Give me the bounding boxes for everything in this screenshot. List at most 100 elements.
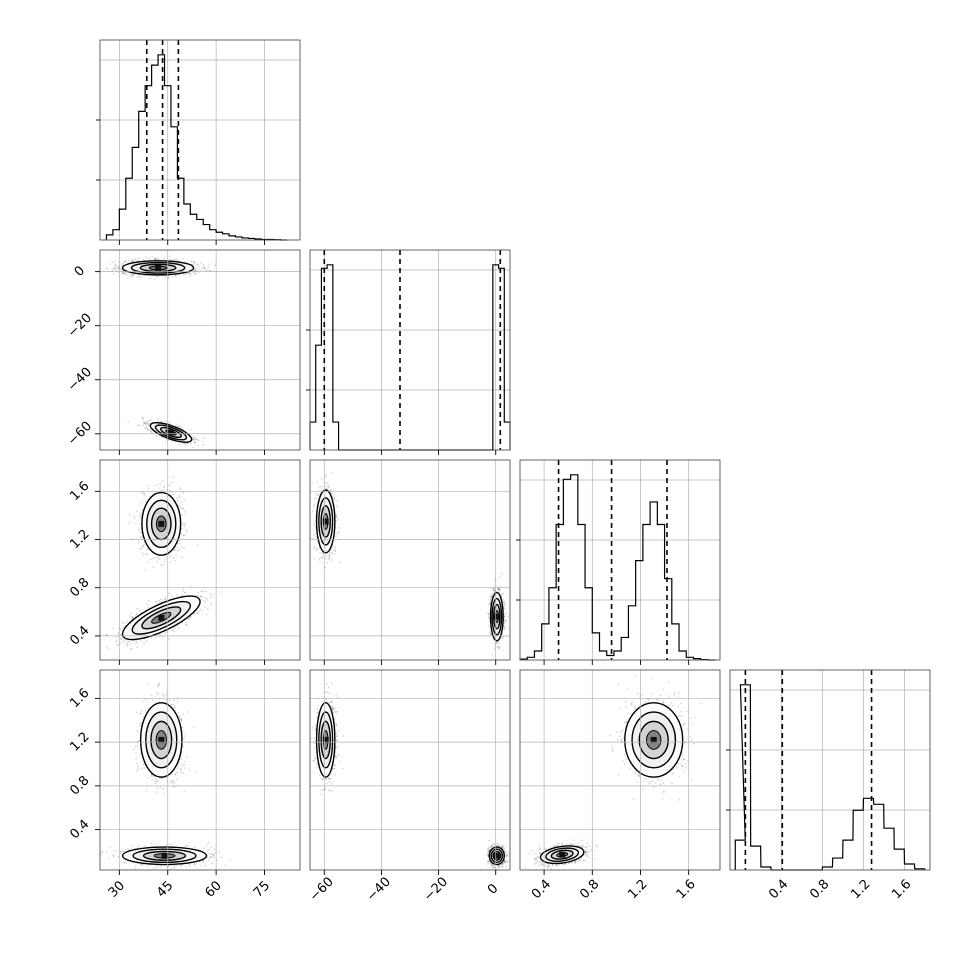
sample-point bbox=[163, 560, 166, 563]
sample-point bbox=[163, 489, 165, 491]
sample-point bbox=[193, 436, 196, 438]
sample-point bbox=[184, 273, 186, 275]
sample-point bbox=[202, 263, 205, 266]
sample-point bbox=[183, 534, 185, 536]
sample-point bbox=[181, 522, 184, 525]
sample-point bbox=[175, 546, 177, 548]
sample-point bbox=[145, 553, 147, 555]
sample-point bbox=[201, 609, 203, 612]
sample-point bbox=[178, 443, 180, 445]
sample-point bbox=[319, 486, 321, 489]
sample-point bbox=[147, 600, 150, 602]
sample-point bbox=[184, 522, 187, 524]
sample-point bbox=[111, 270, 114, 272]
sample-point bbox=[207, 608, 209, 610]
sample-point bbox=[124, 260, 127, 263]
sample-point bbox=[189, 585, 192, 588]
sample-point bbox=[179, 488, 182, 491]
sample-point bbox=[131, 260, 134, 263]
sample-point bbox=[156, 560, 159, 563]
sample-point bbox=[330, 488, 332, 491]
sample-point bbox=[145, 256, 147, 259]
sample-point bbox=[174, 274, 177, 277]
sample-point bbox=[117, 266, 120, 269]
sample-point bbox=[139, 609, 141, 611]
sample-point bbox=[165, 596, 167, 599]
sample-point bbox=[185, 534, 187, 536]
sample-point bbox=[171, 481, 173, 484]
sample-point bbox=[127, 259, 130, 262]
sample-point bbox=[206, 599, 209, 601]
sample-point bbox=[158, 558, 161, 561]
sample-point bbox=[114, 264, 116, 266]
sample-point bbox=[176, 499, 179, 502]
sample-point bbox=[164, 276, 166, 279]
sample-point bbox=[203, 599, 205, 602]
sample-point bbox=[194, 268, 197, 271]
sample-point bbox=[120, 265, 123, 267]
sample-point bbox=[336, 516, 338, 518]
sample-point bbox=[146, 429, 149, 432]
sample-point bbox=[199, 608, 202, 610]
sample-point bbox=[134, 258, 137, 261]
sample-point bbox=[138, 257, 140, 259]
sample-point bbox=[161, 636, 164, 638]
sample-point bbox=[321, 488, 323, 490]
sample-point bbox=[175, 423, 178, 426]
sample-point bbox=[146, 553, 149, 555]
sample-point bbox=[339, 561, 341, 564]
sample-point bbox=[189, 428, 192, 431]
sample-point bbox=[107, 268, 109, 271]
sample-point bbox=[164, 632, 167, 634]
sample-point bbox=[140, 276, 142, 279]
sample-point bbox=[143, 492, 146, 495]
sample-point bbox=[147, 484, 150, 487]
histogram-step-1 bbox=[309, 264, 511, 451]
sample-point bbox=[160, 489, 163, 492]
sample-point bbox=[144, 427, 146, 430]
sample-point bbox=[180, 507, 182, 510]
sample-point bbox=[113, 266, 115, 269]
sample-point bbox=[313, 557, 315, 560]
sample-point bbox=[141, 501, 143, 503]
sample-point bbox=[109, 263, 111, 265]
sample-point bbox=[147, 606, 150, 609]
sample-point bbox=[178, 626, 180, 629]
sample-point bbox=[202, 265, 204, 268]
sample-point bbox=[206, 269, 209, 271]
sample-point bbox=[201, 596, 204, 598]
sample-point bbox=[115, 264, 117, 267]
sample-point bbox=[132, 259, 134, 261]
sample-point bbox=[142, 259, 145, 261]
sample-point bbox=[171, 595, 174, 597]
sample-point bbox=[164, 558, 167, 560]
sample-point bbox=[121, 271, 124, 274]
sample-point bbox=[158, 487, 161, 489]
sample-point bbox=[214, 264, 216, 266]
sample-point bbox=[125, 642, 127, 644]
sample-point bbox=[181, 527, 183, 530]
sample-point bbox=[205, 613, 208, 615]
sample-point bbox=[316, 481, 318, 483]
sample-point bbox=[132, 274, 134, 277]
scatter-panel-1-2 bbox=[311, 472, 510, 656]
sample-point bbox=[136, 641, 138, 643]
sample-point bbox=[154, 257, 157, 260]
sample-point bbox=[148, 422, 150, 425]
sample-point bbox=[181, 507, 184, 509]
sample-point bbox=[193, 261, 196, 264]
sample-point bbox=[127, 420, 130, 423]
sample-point bbox=[128, 521, 131, 524]
sample-point bbox=[136, 276, 139, 278]
sample-point bbox=[195, 272, 197, 275]
sample-point bbox=[175, 274, 177, 277]
sample-point bbox=[194, 268, 196, 271]
sample-point bbox=[220, 591, 222, 593]
sample-point bbox=[132, 259, 134, 262]
sample-point bbox=[197, 594, 199, 597]
sample-point bbox=[119, 268, 121, 270]
sample-point bbox=[144, 569, 146, 571]
sample-point bbox=[129, 513, 132, 516]
sample-point bbox=[116, 640, 118, 642]
sample-point bbox=[169, 561, 172, 563]
